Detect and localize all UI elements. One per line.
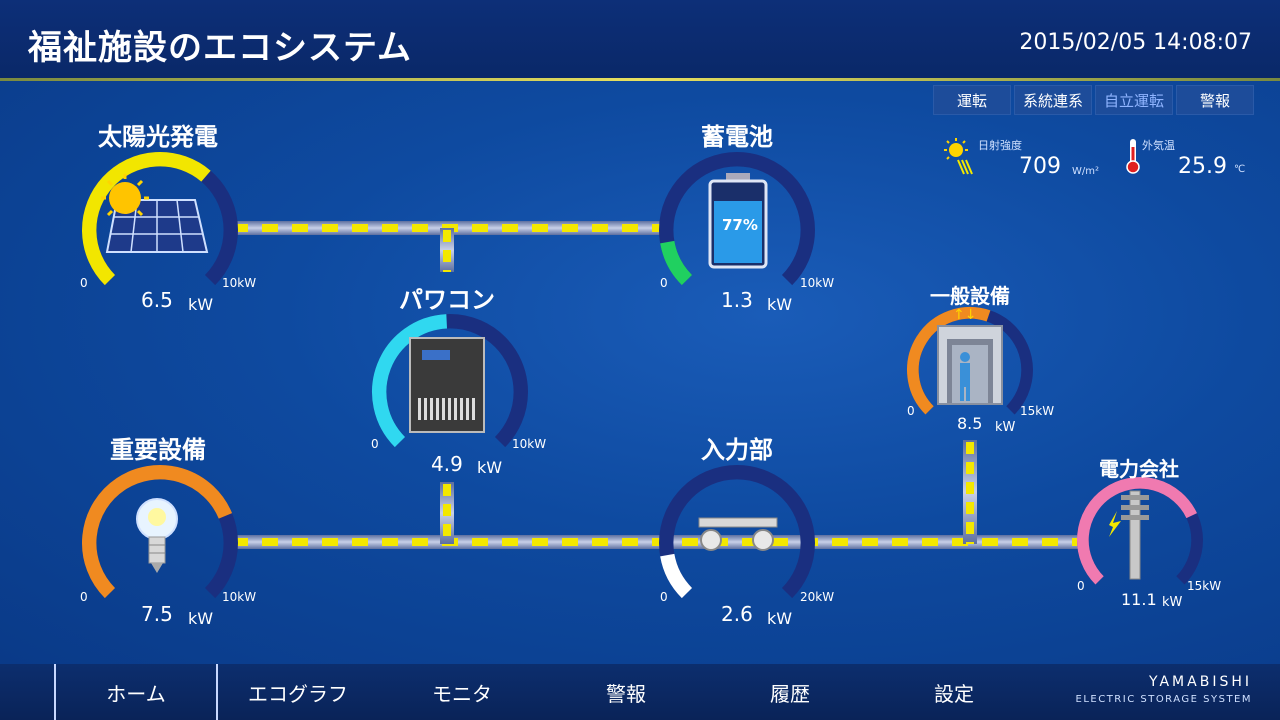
solar-value: 6.5 [141,288,173,312]
battery-soc: 77% [722,216,758,234]
nav-alarm[interactable]: 警報 [606,681,646,706]
critical-min: 0 [80,590,88,604]
input-unit: kW [767,609,793,628]
status-running-button[interactable]: 運転 [933,85,1011,115]
brand-logo: YAMABISHI [1149,674,1252,690]
irradiance-unit: W/m² [1072,166,1100,177]
general-unit: kW [995,420,1016,435]
nav-eco-graph[interactable]: エコグラフ [248,681,348,706]
nav-home[interactable]: ホーム [54,664,218,720]
irradiance-label: 日射強度 [978,139,1022,152]
gauge-input [659,465,815,599]
battery-min: 0 [660,276,668,290]
critical-max: 10kW [222,590,257,604]
thermometer-icon [1126,139,1140,174]
general-value: 8.5 [957,414,983,433]
utility-unit: kW [1162,595,1183,610]
pcs-title: パワコン [399,286,495,314]
status-buttons: 運転 系統連系 自立運転 警報 [933,85,1254,115]
sun-icon [944,138,973,175]
input-max: 20kW [800,590,835,604]
transformer-icon [698,517,778,551]
nav-monitor[interactable]: モニタ [432,681,492,706]
nav-settings[interactable]: 設定 [934,681,974,706]
status-alarm-button[interactable]: 警報 [1176,85,1254,115]
general-min: 0 [907,404,915,418]
inverter-icon [409,337,485,433]
elevator-icon [937,325,1003,405]
header-divider [0,78,1280,81]
input-min: 0 [660,590,668,604]
temperature-unit: ℃ [1234,164,1246,175]
gauge-fill [907,307,991,415]
line-general [963,440,977,544]
elevator-arrows-icon: ↑↓ [953,307,977,323]
battery-title: 蓄電池 [701,123,773,151]
line-to-pcs-top [440,228,454,272]
header-bar: 福祉施設のエコシステム 2015/02/05 14:08:07 [0,0,1280,80]
page-title: 福祉施設のエコシステム [28,28,412,68]
gauge-fill [372,314,448,448]
gauge-general [907,307,1033,415]
solar-max: 10kW [222,276,257,290]
gauge-fill [660,553,693,599]
bottom-navigation: ホーム エコグラフ モニタ 警報 履歴 設定 [0,664,1280,720]
general-title: 一般設備 [930,284,1010,308]
input-value: 2.6 [721,602,753,626]
battery-max: 10kW [800,276,835,290]
critical-title: 重要設備 [110,436,206,464]
solar-title: 太陽光発電 [98,123,218,151]
lightbulb-icon [136,498,178,573]
battery-icon [708,173,768,269]
general-max: 15kW [1020,404,1055,418]
utility-value: 11.1 [1121,590,1157,609]
solar-panel-icon [101,174,209,253]
critical-value: 7.5 [141,602,173,626]
utility-max: 15kW [1187,579,1222,593]
line-pcs-bottom [440,482,454,544]
pcs-min: 0 [371,437,379,451]
battery-value: 1.3 [721,288,753,312]
nav-history[interactable]: 履歴 [770,681,810,706]
gauge-utility [1077,477,1203,585]
utility-title: 電力会社 [1099,457,1179,481]
gauge-critical [82,465,238,599]
power-pole-icon [1109,490,1149,580]
brand-subtitle: ELECTRIC STORAGE SYSTEM [1075,694,1252,705]
gauge-battery [659,152,815,286]
critical-unit: kW [188,609,214,628]
utility-min: 0 [1077,579,1085,593]
gauge-fill [1077,477,1197,585]
input-title: 入力部 [701,436,773,464]
solar-min: 0 [80,276,88,290]
pcs-unit: kW [477,458,503,477]
pcs-value: 4.9 [431,452,463,476]
gauge-fill [82,465,233,599]
status-grid-tie-button[interactable]: 系統連系 [1014,85,1092,115]
gauge-track [659,465,815,599]
gauge-track [659,152,815,286]
pcs-max: 10kW [512,437,547,451]
status-self-operation-button[interactable]: 自立運転 [1095,85,1173,115]
irradiance-value: 709 [1019,154,1061,179]
solar-unit: kW [188,295,214,314]
gauge-pcs [372,314,528,448]
gauge-fill [660,240,693,286]
battery-unit: kW [767,295,793,314]
temperature-value: 25.9 [1178,154,1227,179]
temperature-label: 外気温 [1142,139,1175,152]
datetime: 2015/02/05 14:08:07 [1019,30,1252,55]
